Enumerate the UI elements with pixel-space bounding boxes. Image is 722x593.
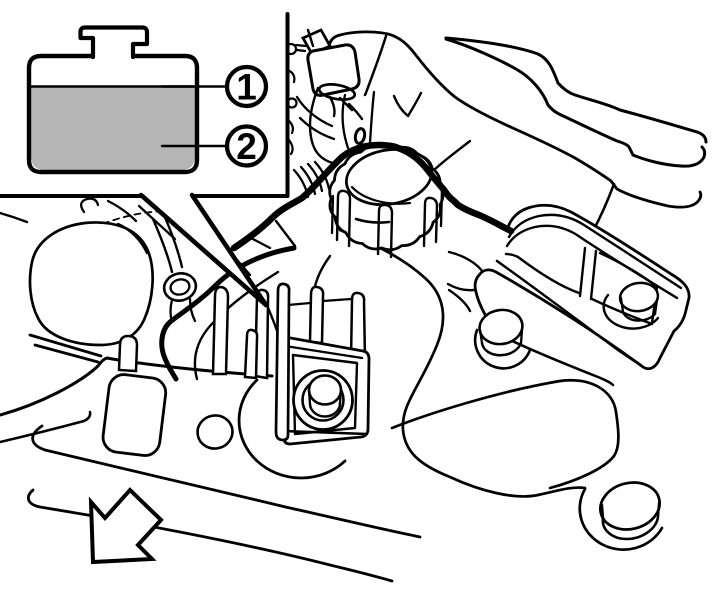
- svg-text:2: 2: [236, 126, 257, 167]
- svg-text:1: 1: [236, 67, 257, 108]
